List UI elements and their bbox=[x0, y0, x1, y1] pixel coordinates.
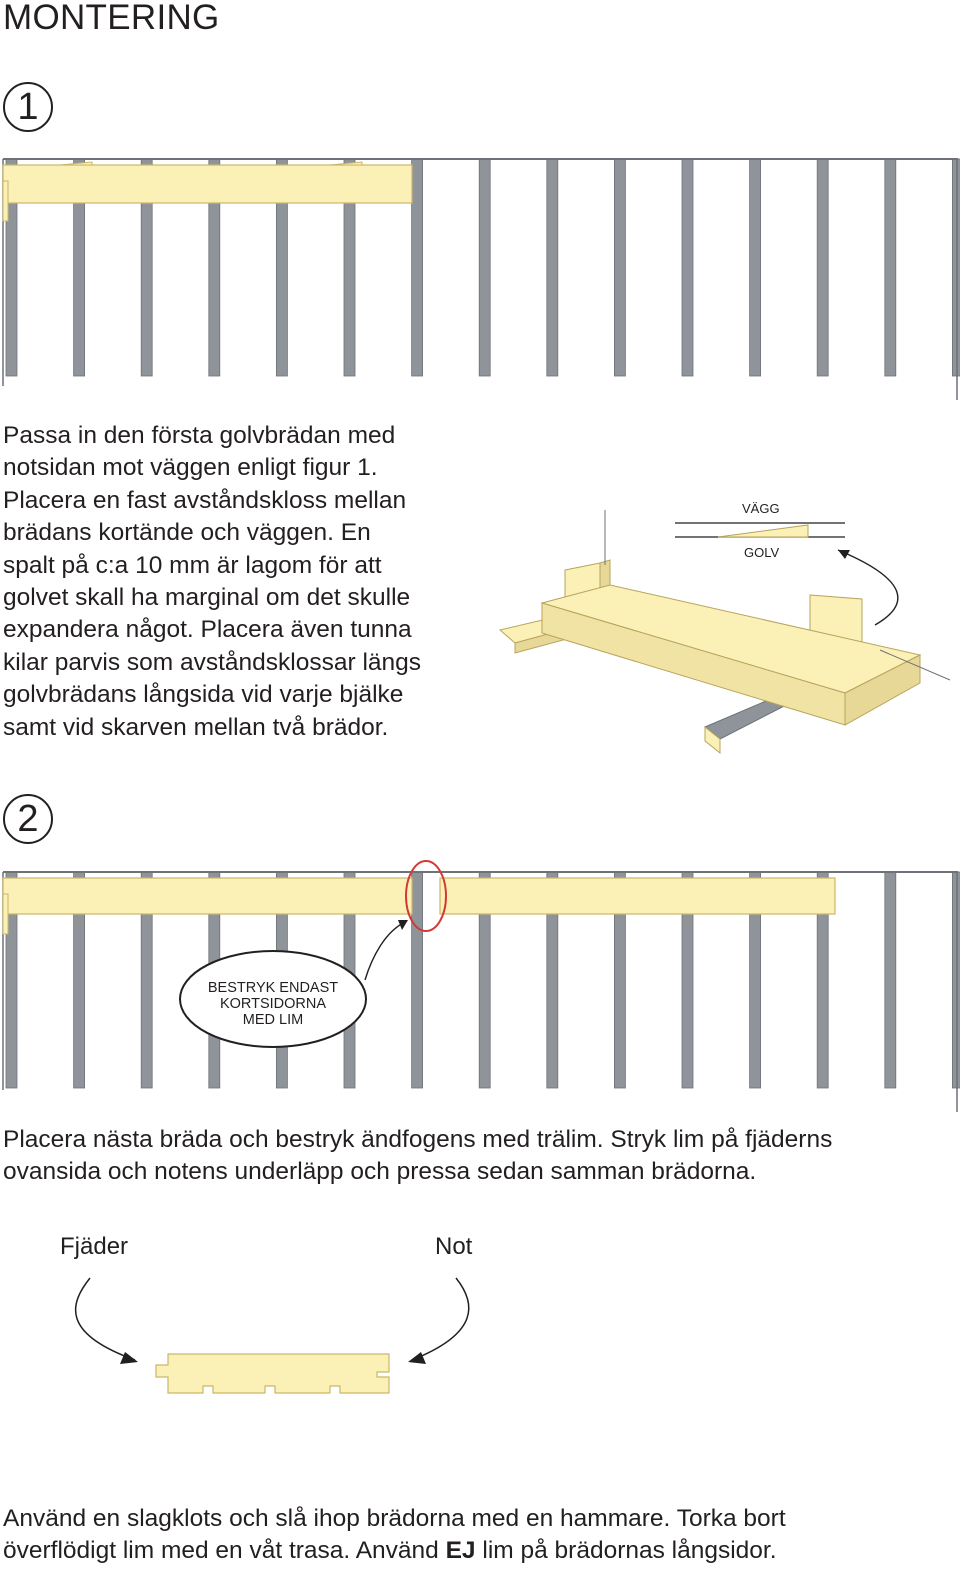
text-line: notsidan mot väggen enligt figur 1. bbox=[3, 454, 378, 482]
emphasis-ej: EJ bbox=[445, 1537, 476, 1565]
step-1-instructions: Passa in den första golvbrädan med notsid… bbox=[3, 420, 473, 744]
spacer-block bbox=[2, 893, 9, 935]
joist bbox=[884, 871, 897, 1089]
text-line: Passa in den första golvbrädan med bbox=[3, 422, 396, 449]
second-floor-board bbox=[439, 877, 836, 915]
text-line: samt vid skarven mellan två brädor. bbox=[3, 713, 389, 741]
step-2-number: 2 bbox=[3, 794, 53, 844]
spacer-block bbox=[2, 180, 9, 222]
page-title: MONTERING bbox=[3, 0, 220, 37]
text-line: spalt på c:a 10 mm är lagom för att bbox=[3, 551, 382, 579]
text-segment: överflödigt lim med en våt trasa. Använd bbox=[3, 1537, 446, 1565]
text-line: golvet skall ha marginal om det skulle bbox=[3, 584, 411, 612]
tongue-label: Fjäder bbox=[60, 1233, 128, 1260]
wedge bbox=[59, 161, 93, 166]
wall-label: VÄGG bbox=[742, 501, 780, 516]
joist bbox=[884, 158, 897, 377]
board-profile bbox=[155, 1353, 390, 1394]
groove-label: Not bbox=[435, 1233, 473, 1260]
tongue-arrow bbox=[74, 1277, 136, 1361]
detail-wedge bbox=[717, 524, 809, 538]
board-profile-figure: Fjäder Not bbox=[60, 1233, 473, 1394]
joist bbox=[614, 158, 626, 377]
text-line: golvbrädans långsida vid varje bjälke bbox=[3, 681, 404, 709]
joist bbox=[952, 871, 960, 1089]
text-line: Placera en fast avståndskloss mellan bbox=[3, 486, 407, 514]
callout-line: KORTSIDORNA bbox=[220, 996, 326, 1012]
first-floor-board bbox=[2, 877, 413, 915]
joint-highlight bbox=[405, 860, 447, 932]
text-line: Använd en slagklots och slå ihop brädorn… bbox=[3, 1505, 786, 1532]
joist bbox=[411, 871, 424, 1089]
groove-arrow bbox=[411, 1277, 470, 1361]
step-2-floor-plan-figure: BESTRYK ENDAST KORTSIDORNA MED LIM bbox=[2, 860, 960, 1112]
joist bbox=[546, 158, 559, 377]
callout-arrow bbox=[364, 921, 406, 981]
floor-label: GOLV bbox=[744, 545, 779, 560]
callout-line: MED LIM bbox=[243, 1012, 303, 1028]
step-2-instructions: Placera nästa bräda och bestryk ändfogen… bbox=[3, 1124, 953, 1189]
joist bbox=[952, 158, 960, 377]
text-line: kilar parvis som avståndsklossar längs bbox=[3, 648, 422, 676]
joist bbox=[816, 158, 829, 377]
text-line: expandera något. Placera även tunna bbox=[3, 616, 412, 644]
callout-bubble bbox=[179, 950, 367, 1048]
wedge bbox=[329, 161, 363, 166]
joist bbox=[749, 158, 761, 377]
step-1-number: 1 bbox=[3, 82, 53, 132]
step-1-perspective-figure: VÄGG GOLV bbox=[498, 501, 951, 755]
first-floor-board bbox=[2, 164, 413, 204]
text-line: Placera nästa bräda och bestryk ändfogen… bbox=[3, 1126, 833, 1153]
joists-group-1 bbox=[5, 158, 960, 377]
joist bbox=[681, 158, 694, 377]
text-segment: lim på brädornas långsidor. bbox=[475, 1537, 777, 1565]
step-3-instructions: Använd en slagklots och slå ihop brädorn… bbox=[3, 1503, 953, 1568]
joist bbox=[478, 158, 491, 377]
text-line: överflödigt lim med en våt trasa. Använd… bbox=[3, 1535, 953, 1567]
step-1-floor-plan-figure bbox=[2, 158, 960, 400]
detail-arrow bbox=[837, 549, 899, 626]
callout-line: BESTRYK ENDAST bbox=[208, 980, 338, 996]
text-line: ovansida och notens underläpp och pressa… bbox=[3, 1158, 757, 1186]
joist-end-front bbox=[704, 725, 721, 755]
text-line: brädans kortände och väggen. En bbox=[3, 519, 371, 547]
joist bbox=[411, 158, 424, 377]
